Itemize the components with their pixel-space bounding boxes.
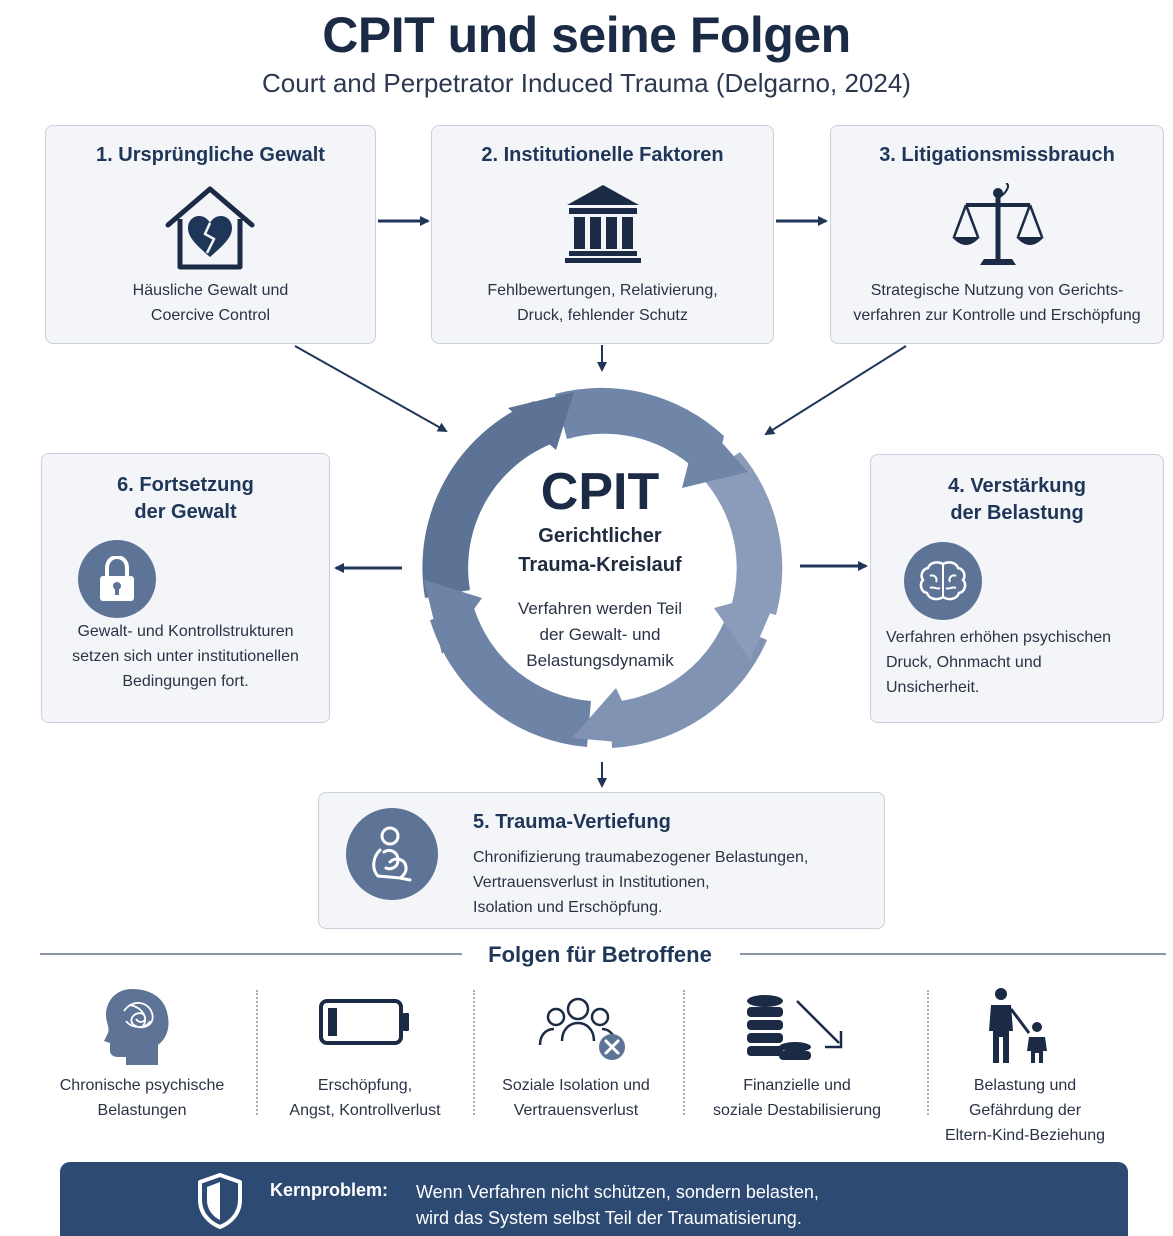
- consequence-1-label: Chronische psychische Belastungen: [59, 1077, 225, 1119]
- banner-label: Kernproblem:: [270, 1180, 389, 1200]
- shield-icon: [196, 1172, 244, 1235]
- consequence-divider-2: [473, 990, 475, 1115]
- banner-text: Wenn Verfahren nicht schützen, sondern b…: [416, 1182, 819, 1228]
- cycle-segment-4: [430, 608, 591, 747]
- consequence-item-4: Finanzielle und soziale Destabilisierung: [697, 985, 897, 1155]
- consequence-divider-1: [256, 990, 258, 1115]
- core-problem-banner: Kernproblem: Wenn Verfahren nicht schütz…: [60, 1162, 1128, 1236]
- cycle-segment-2: [702, 452, 783, 615]
- consequence-5-label: Belastung und Gefährdung der Eltern-Kind…: [944, 1077, 1106, 1144]
- consequence-4-label: Finanzielle und soziale Destabilisierung: [712, 1077, 882, 1119]
- step-card-5: 5. Trauma-Vertiefung Chronifizierung tra…: [318, 792, 885, 929]
- step-6-title: 6. Fortsetzung der Gewalt: [117, 474, 254, 523]
- low-battery-icon: [319, 999, 411, 1050]
- cycle-subtitle: Gerichtlicher Trauma-Kreislauf: [518, 525, 682, 576]
- cycle-text: Verfahren werden Teil der Gewalt- und Be…: [517, 599, 683, 670]
- consequence-item-3: Soziale Isolation und Vertrauensverlust: [476, 985, 676, 1155]
- step-3-title: 3. Litigationsmissbrauch: [879, 144, 1115, 166]
- step-1-text: Häusliche Gewalt und Coercive Control: [132, 282, 289, 324]
- cycle-ring: [422, 387, 783, 748]
- parent-child-icon: [985, 987, 1061, 1070]
- cycle-title: CPIT: [540, 463, 660, 521]
- consequence-item-5: Belastung und Gefährdung der Eltern-Kind…: [925, 985, 1125, 1175]
- cycle-segment-5: [422, 401, 551, 598]
- step-card-1: 1. Ursprüngliche Gewalt Häusliche Gewalt…: [45, 125, 376, 344]
- section-divider-left: [40, 953, 462, 955]
- page-title: CPIT und seine Folgen: [322, 7, 851, 63]
- brain-icon: [904, 542, 982, 620]
- step-3-text: Strategische Nutzung von Gerichts- verfa…: [853, 282, 1141, 324]
- step-card-6: 6. Fortsetzung der Gewalt Gewalt- und Ko…: [41, 453, 330, 723]
- page-subtitle: Court and Perpetrator Induced Trauma (De…: [262, 68, 911, 98]
- consequence-item-1: Chronische psychische Belastungen: [42, 985, 242, 1155]
- huddled-person-icon: [346, 808, 438, 900]
- coins-decline-icon: [745, 991, 851, 1068]
- step-4-text: Verfahren erhöhen psychischen Druck, Ohn…: [886, 629, 1112, 696]
- consequence-divider-3: [683, 990, 685, 1115]
- step-4-title: 4. Verstärkung der Belastung: [948, 475, 1086, 524]
- scales-icon: [950, 182, 1046, 278]
- step-2-title: 2. Institutionelle Faktoren: [481, 144, 724, 166]
- consequences-title: Folgen für Betroffene: [488, 942, 712, 967]
- step-6-text: Gewalt- und Kontrollstrukturen setzen si…: [72, 623, 299, 690]
- step-1-title: 1. Ursprüngliche Gewalt: [96, 144, 325, 166]
- step-5-title: 5. Trauma-Vertiefung: [473, 811, 671, 833]
- consequence-3-label: Soziale Isolation und Vertrauensverlust: [502, 1077, 650, 1119]
- group-remove-icon: [534, 995, 630, 1066]
- house-broken-heart-icon: [160, 181, 260, 278]
- cycle-segment-1: [555, 387, 724, 488]
- section-divider-right: [740, 953, 1166, 955]
- tangled-head-icon: [102, 985, 172, 1070]
- step-card-3: 3. Litigationsmissbrauch Strategische Nu…: [830, 125, 1164, 344]
- lock-icon: [78, 540, 156, 618]
- step-card-4: 4. Verstärkung der Belastung Verfahren e…: [870, 454, 1164, 723]
- consequence-item-2: Erschöpfung, Angst, Kontrollverlust: [265, 985, 465, 1155]
- courthouse-icon: [563, 183, 643, 268]
- consequence-2-label: Erschöpfung, Angst, Kontrollverlust: [289, 1077, 441, 1119]
- consequence-divider-4: [927, 990, 929, 1115]
- step-2-text: Fehlbewertungen, Relativierung, Druck, f…: [487, 282, 718, 324]
- cycle-segment-3: [610, 622, 767, 748]
- step-5-text: Chronifizierung traumabezogener Belastun…: [473, 849, 809, 916]
- step-card-2: 2. Institutionelle Faktoren Fehlbewertun…: [431, 125, 774, 344]
